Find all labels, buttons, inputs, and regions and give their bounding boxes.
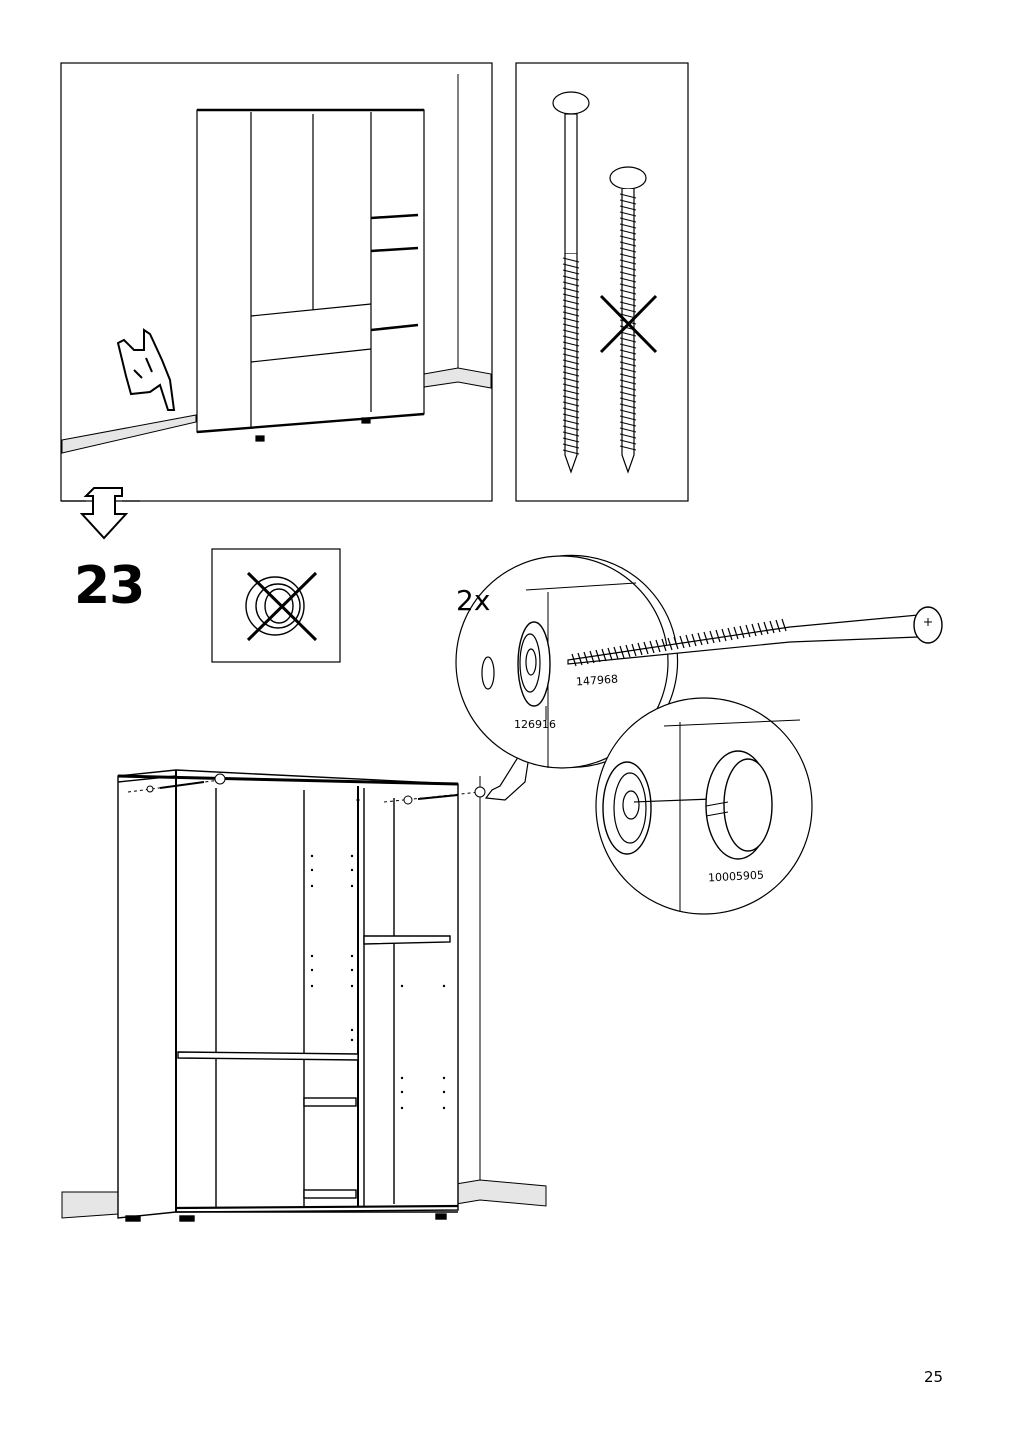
page-number: 25 <box>924 1368 944 1386</box>
quantity-label: 2x <box>456 584 491 617</box>
cross-icon <box>599 294 658 354</box>
cabinet-closed-icon <box>196 108 425 442</box>
washer-part-number: 126916 <box>514 718 556 731</box>
step-number: 23 <box>74 556 145 616</box>
pointing-hand-icon <box>116 328 176 411</box>
correct-screw-icon <box>552 91 590 474</box>
